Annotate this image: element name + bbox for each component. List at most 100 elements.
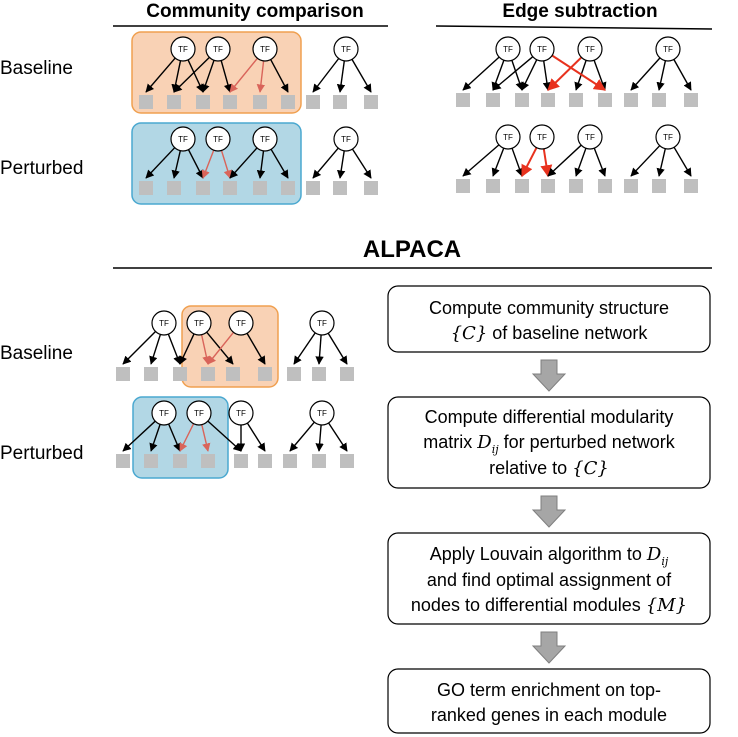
al-pert-edge	[201, 424, 211, 452]
al-pert-tf-label: TF	[317, 409, 327, 418]
es-pert-edge	[462, 144, 500, 177]
al-pert-gene-node	[283, 454, 297, 468]
step-1-line-1: Compute community structure	[429, 298, 669, 318]
cc-pert-edge	[312, 147, 339, 179]
cc-pert-tf-label: TF	[341, 135, 351, 144]
al-base-gene-node	[226, 367, 240, 381]
edge-subtraction-rule	[435, 25, 713, 30]
al-base-edge	[206, 331, 234, 365]
step-4-box	[387, 668, 711, 734]
es-pert-tf-label: TF	[537, 133, 547, 142]
step-2-line-1: Compute differential modularity	[425, 407, 674, 427]
es-pert-tf-label: TF	[503, 133, 513, 142]
es-pert-tf-node	[529, 124, 555, 150]
es-pert-tf-node	[495, 124, 521, 150]
al-base-edge	[207, 331, 235, 365]
cc-pert-tf-node	[333, 126, 359, 152]
step-2-line-2: matrix Dij for perturbed network	[423, 432, 675, 456]
es-base-edge	[656, 60, 667, 91]
flow-arrow-2	[531, 495, 567, 528]
cc-pert-gene-node	[333, 181, 347, 195]
es-base-gene-node	[515, 93, 529, 107]
al-pert-gene-node	[201, 454, 215, 468]
es-base-edge	[551, 54, 607, 91]
es-pert-gene-node	[541, 179, 555, 193]
cc-base-edge	[312, 58, 340, 93]
al-pert-gene-node	[312, 454, 326, 468]
es-pert-edge	[673, 146, 692, 177]
es-base-edge	[673, 59, 692, 91]
al-base-edge	[327, 332, 348, 365]
al-pert-edge	[315, 424, 324, 452]
es-pert-gene-node	[652, 179, 666, 193]
cc-base-gene-node	[223, 95, 237, 109]
es-base-edge	[492, 56, 534, 91]
es-base-gene-node	[541, 93, 555, 107]
step-3-line-2: and find optimal assignment of	[427, 570, 672, 590]
al-base-edge	[167, 333, 182, 365]
al-base-gene-node	[287, 367, 301, 381]
al-pert-tf-label: TF	[159, 409, 169, 418]
cc-pert-edge	[220, 150, 232, 179]
alpaca-title: ALPACA	[363, 236, 461, 263]
step-1: Compute community structure {C} of basel…	[387, 285, 711, 353]
cc-pert-edge	[337, 150, 346, 179]
cc-pert-tf-node	[170, 126, 196, 152]
cc-base-tf-label: TF	[213, 45, 223, 54]
cc-pert-edge	[171, 150, 181, 179]
cc-base-gene-node	[306, 95, 320, 109]
cc-pert-gene-node	[139, 181, 153, 195]
al-base-tf-node	[228, 310, 254, 336]
cc-base-edge	[351, 59, 372, 93]
es-pert-tf-node	[577, 124, 603, 150]
es-pert-gene-node	[569, 179, 583, 193]
es-base-gene-node	[652, 93, 666, 107]
cc-base-gene-node	[333, 95, 347, 109]
es-base-tf-label: TF	[503, 45, 513, 54]
community-comparison-title: Community comparison	[146, 1, 363, 22]
cc-pert-gene-node	[281, 181, 295, 195]
row-label-perturbed-alpaca: Perturbed	[0, 443, 83, 464]
es-pert-edge	[656, 148, 666, 177]
al-base-gene-node	[173, 367, 187, 381]
flow-arrow-1	[531, 359, 567, 392]
al-pert-edge	[122, 420, 156, 452]
step-2: Compute differential modularity matrix D…	[387, 396, 711, 489]
al-pert-edge	[246, 422, 266, 452]
es-base-tf-label: TF	[537, 45, 547, 54]
cc-base-edge	[256, 60, 266, 93]
cc-pert-edge	[229, 147, 258, 179]
step-1-line-2: {C} of baseline network	[451, 323, 649, 344]
step-3-line-1: Apply Louvain algorithm to Dij	[430, 544, 669, 568]
step-4-line-2: ranked genes in each module	[431, 705, 667, 725]
cc-base-edge	[145, 57, 176, 93]
cc-base-gene-node	[139, 95, 153, 109]
cc-pert-gene-node	[196, 181, 210, 195]
step-4-line-1: GO term enrichment on top-	[437, 680, 661, 700]
al-pert-edge	[179, 423, 195, 452]
cc-pert-gene-node	[306, 181, 320, 195]
es-base-tf-label: TF	[663, 45, 673, 54]
al-base-edge	[200, 334, 211, 365]
al-base-tf-label: TF	[317, 319, 327, 328]
al-base-tf-label: TF	[159, 319, 169, 328]
al-pert-gene-node	[173, 454, 187, 468]
es-pert-edge	[540, 148, 553, 178]
cc-pert-gene-node	[223, 181, 237, 195]
al-base-gene-node	[258, 367, 272, 381]
es-base-edge	[511, 60, 524, 91]
es-base-gene-node	[569, 93, 583, 107]
cc-base-edge	[229, 57, 258, 93]
es-base-gene-node	[624, 93, 638, 107]
step-4: GO term enrichment on top- ranked genes …	[387, 668, 711, 734]
flow-arrow-3	[531, 631, 567, 664]
cc-pert-gene-node	[253, 181, 267, 195]
step-2-box	[387, 396, 711, 489]
al-pert-gene-node	[116, 454, 130, 468]
cc-base-gene-node	[253, 95, 267, 109]
al-pert-edge	[328, 422, 348, 452]
cc-base-edge	[173, 56, 210, 93]
